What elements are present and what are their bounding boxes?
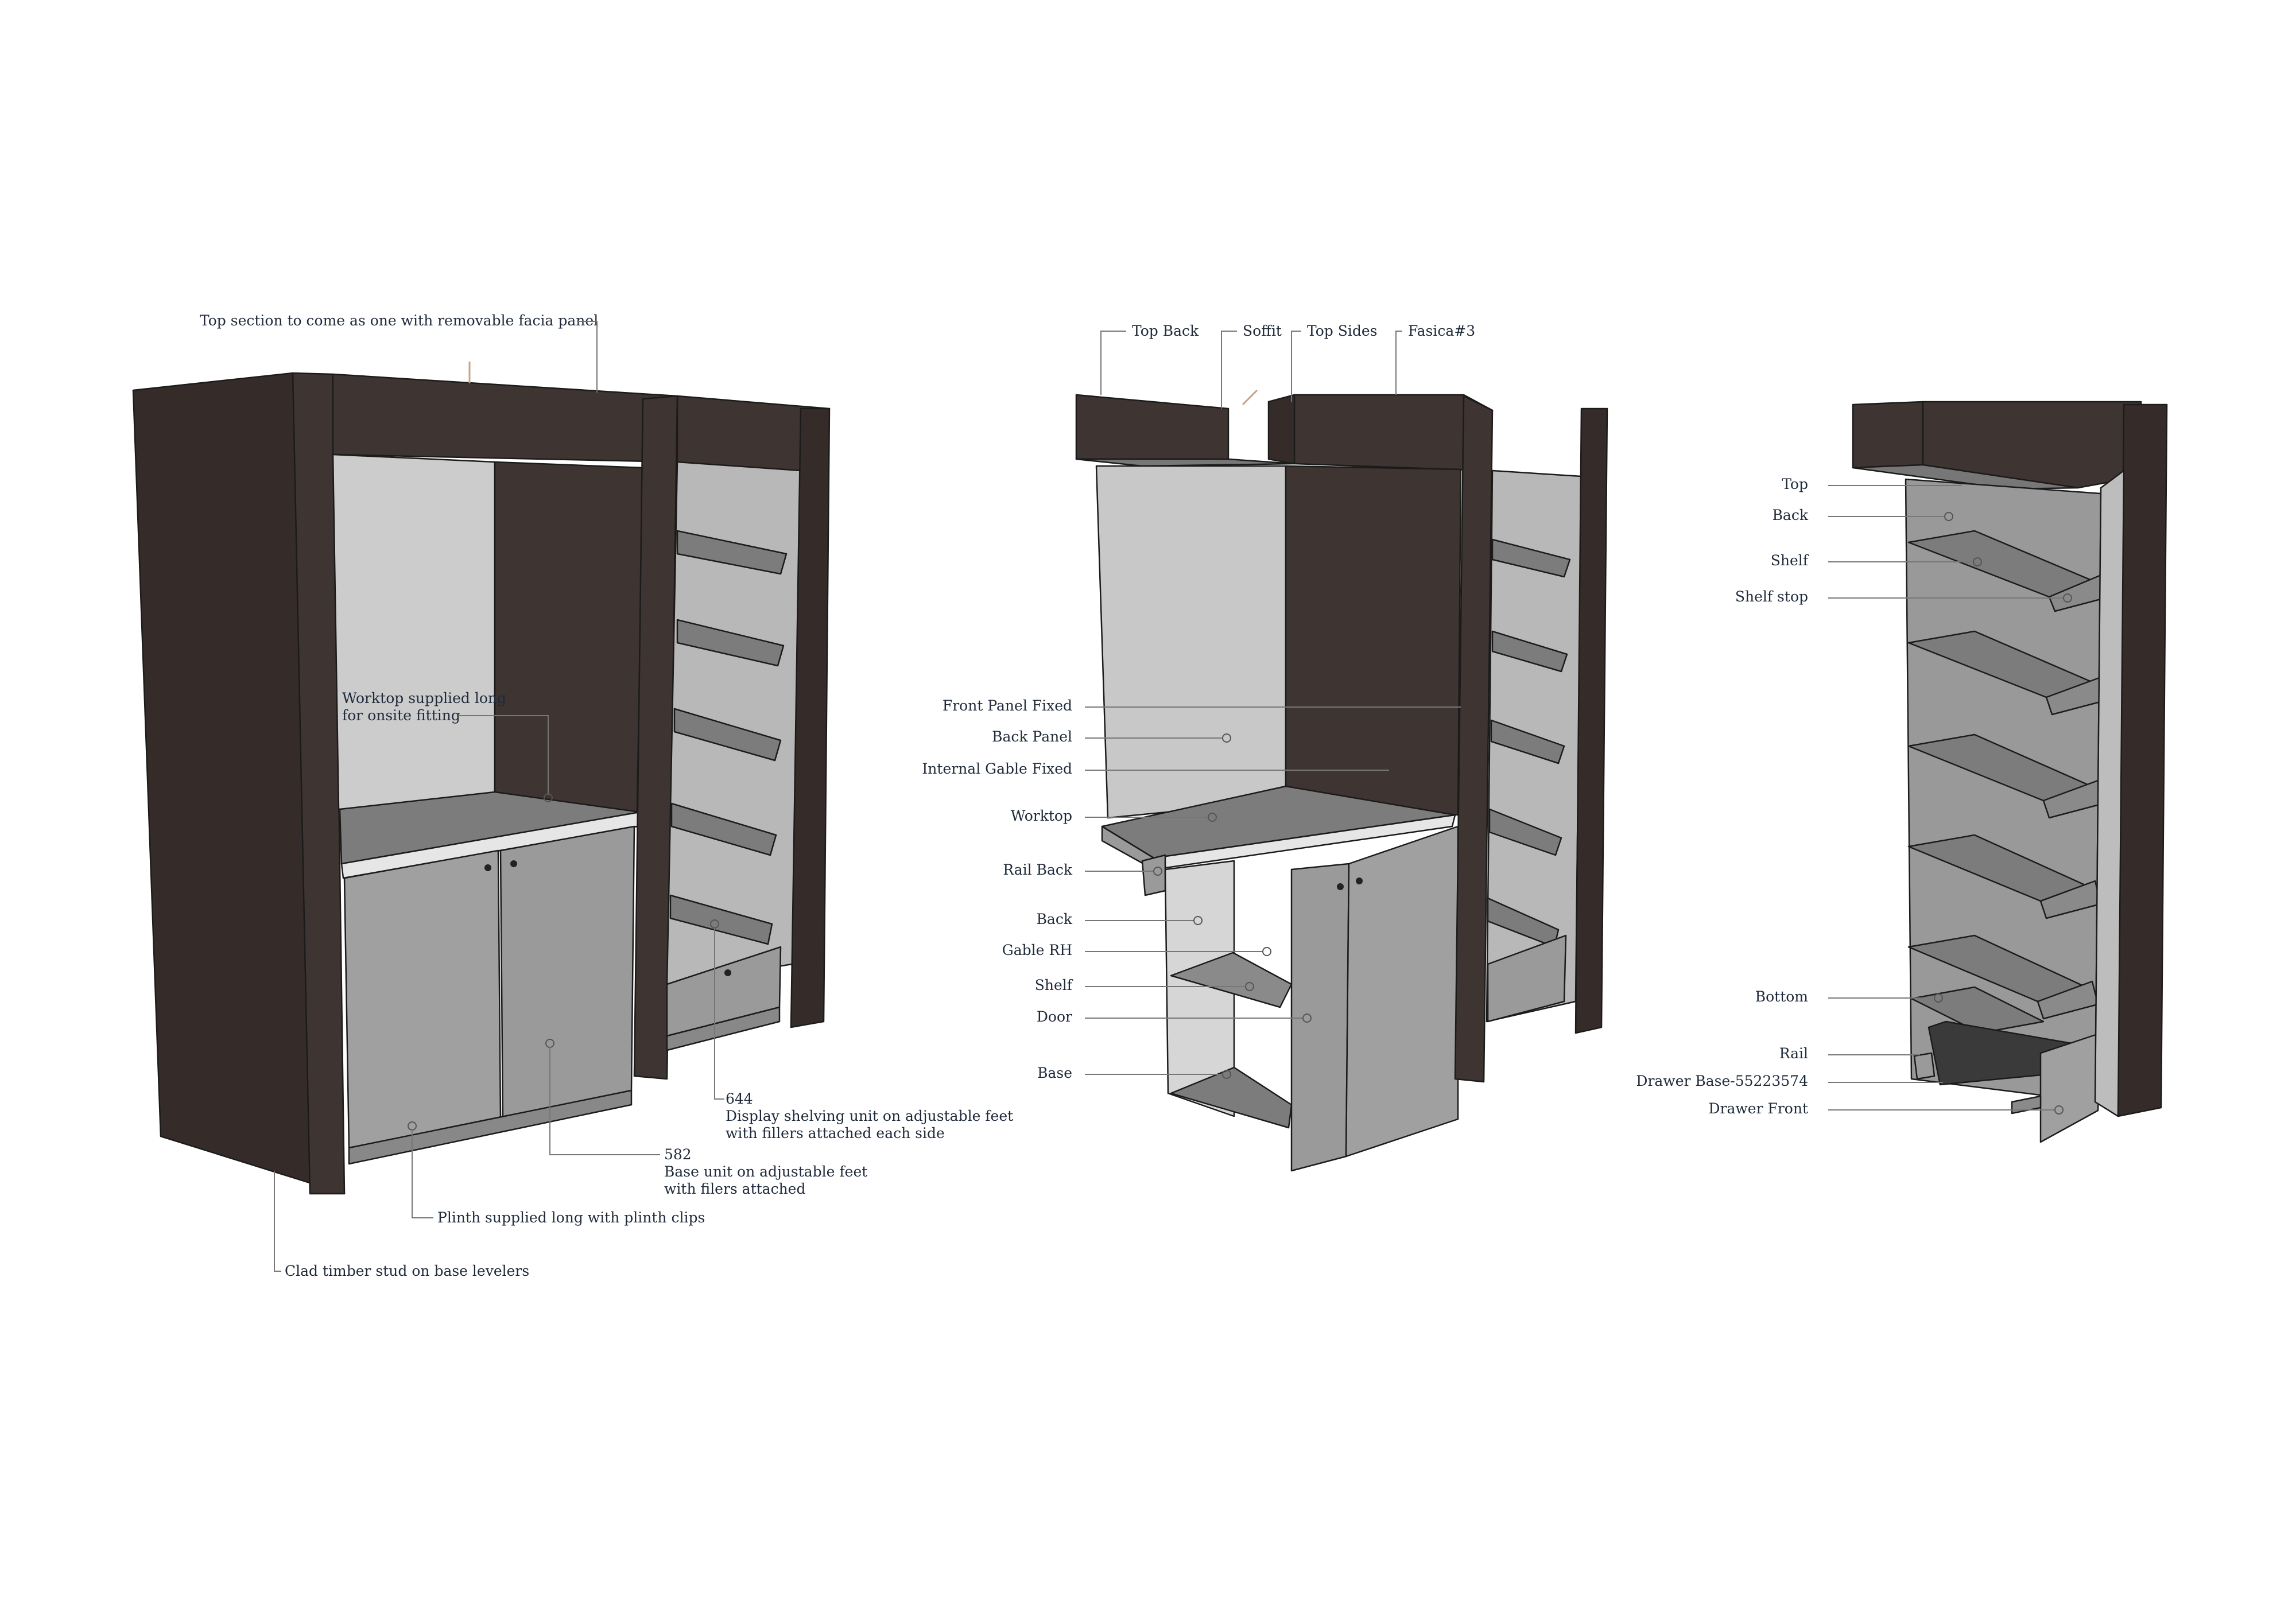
display-dark-side xyxy=(2117,403,2168,1117)
plinth xyxy=(348,1089,633,1165)
label-fascia: Fasica#3 xyxy=(1408,323,1475,339)
drawer-handle xyxy=(724,969,731,976)
label-rail-back: Rail Back xyxy=(1003,861,1073,878)
label-drawer-front: Drawer Front xyxy=(1709,1100,1809,1117)
exploded-unit-labels: Top Back Soffit Top Sides Fasica#3 Front… xyxy=(922,323,1475,1081)
display-bottom xyxy=(1910,986,2045,1034)
label-front-panel-fixed: Front Panel Fixed xyxy=(943,697,1072,714)
label-base-line2: with filers attached xyxy=(664,1181,805,1197)
display-shelf-2 xyxy=(676,619,785,667)
display-shelf-3 xyxy=(673,708,782,762)
label-clad: Clad timber stud on base levelers xyxy=(285,1263,529,1279)
display-plinth xyxy=(666,1006,781,1051)
display-inner-side xyxy=(2094,469,2125,1117)
label-back-panel: Back Panel xyxy=(992,728,1072,745)
label-worktop-line2: for onsite fitting xyxy=(342,707,460,724)
rail xyxy=(1913,1052,1936,1080)
label-top-back: Top Back xyxy=(1132,323,1199,339)
middle-post xyxy=(633,395,678,1080)
label-shelf-stop: Shelf stop xyxy=(1735,588,1808,605)
label-display-line1: Display shelving unit on adjustable feet xyxy=(726,1108,1013,1124)
soffit xyxy=(1075,458,1296,467)
display-unit-drawing xyxy=(1852,401,2168,1143)
exploded-unit-drawing xyxy=(1075,389,1608,1172)
label-back-right: Back xyxy=(1773,507,1809,523)
label-door: Door xyxy=(1037,1008,1072,1025)
internal-gable xyxy=(494,461,644,813)
label-display-line2: with fillers attached each side xyxy=(726,1125,945,1141)
label-worktop-line1: Worktop supplied long xyxy=(342,690,506,706)
label-display-code: 644 xyxy=(726,1090,753,1107)
label-internal-gable: Internal Gable Fixed xyxy=(922,760,1072,777)
label-rail: Rail xyxy=(1779,1045,1808,1062)
door-handle-right xyxy=(510,860,517,867)
label-plinth: Plinth supplied long with plinth clips xyxy=(437,1209,705,1226)
base-door-right xyxy=(499,825,635,1119)
label-top: Top xyxy=(1782,476,1808,492)
display-top-panel xyxy=(1852,464,2079,490)
left-front-frame xyxy=(292,372,346,1195)
right-side-panel xyxy=(790,407,831,1028)
label-shelf: Shelf xyxy=(1035,977,1073,993)
top-fascia xyxy=(332,373,678,463)
display-shelf-4 xyxy=(670,802,777,856)
display-shelf-5 xyxy=(669,894,773,945)
door-handle-middle-2 xyxy=(1356,877,1363,884)
base-door-left xyxy=(343,849,502,1149)
door-handle-left xyxy=(484,864,491,871)
drawer-front-lip xyxy=(2011,1095,2042,1115)
label-top-sides: Top Sides xyxy=(1307,323,1378,339)
display-drawer-middle xyxy=(1487,934,1567,1023)
label-soffit: Soffit xyxy=(1243,323,1282,339)
label-bottom: Bottom xyxy=(1755,988,1809,1005)
door-right xyxy=(1345,825,1459,1158)
back-panel xyxy=(1095,465,1287,819)
door-handle-middle-1 xyxy=(1337,883,1344,890)
label-drawer-base: Drawer Base-55223574 xyxy=(1636,1073,1808,1089)
display-shelf-1 xyxy=(676,530,788,575)
display-shelf-m1 xyxy=(1491,538,1571,578)
top-back-box xyxy=(1075,394,1230,460)
right-side-middle xyxy=(1574,407,1608,1034)
assembled-unit-labels: Top section to come as one with removabl… xyxy=(200,312,1013,1279)
drawer-front xyxy=(2039,1032,2102,1143)
display-top-box xyxy=(1852,401,1924,469)
label-back: Back xyxy=(1037,911,1073,927)
label-base: Base xyxy=(1037,1065,1072,1081)
assembled-unit-drawing xyxy=(132,362,831,1195)
display-shelf-m2 xyxy=(1491,630,1568,673)
label-gable-rh: Gable RH xyxy=(1002,942,1072,958)
middle-post-exploded xyxy=(1454,395,1494,1083)
display-unit-labels: Top Back Shelf Shelf stop Bottom Rail Dr… xyxy=(1636,476,2072,1117)
top-pin-middle xyxy=(1242,389,1258,406)
label-base-line1: Base unit on adjustable feet xyxy=(664,1163,867,1180)
label-top-section: Top section to come as one with removabl… xyxy=(200,312,598,329)
label-worktop: Worktop xyxy=(1011,807,1072,824)
label-shelf-right: Shelf xyxy=(1771,552,1809,569)
label-base-code: 582 xyxy=(664,1146,692,1163)
display-shelf-m3 xyxy=(1490,719,1565,764)
door-left xyxy=(1290,863,1350,1172)
internal-gable-fixed xyxy=(1285,465,1462,816)
top-side-panel xyxy=(1267,394,1296,465)
rail-back xyxy=(1141,854,1166,896)
display-shelf-m4 xyxy=(1488,808,1562,856)
left-bay-back-panel xyxy=(332,453,496,810)
